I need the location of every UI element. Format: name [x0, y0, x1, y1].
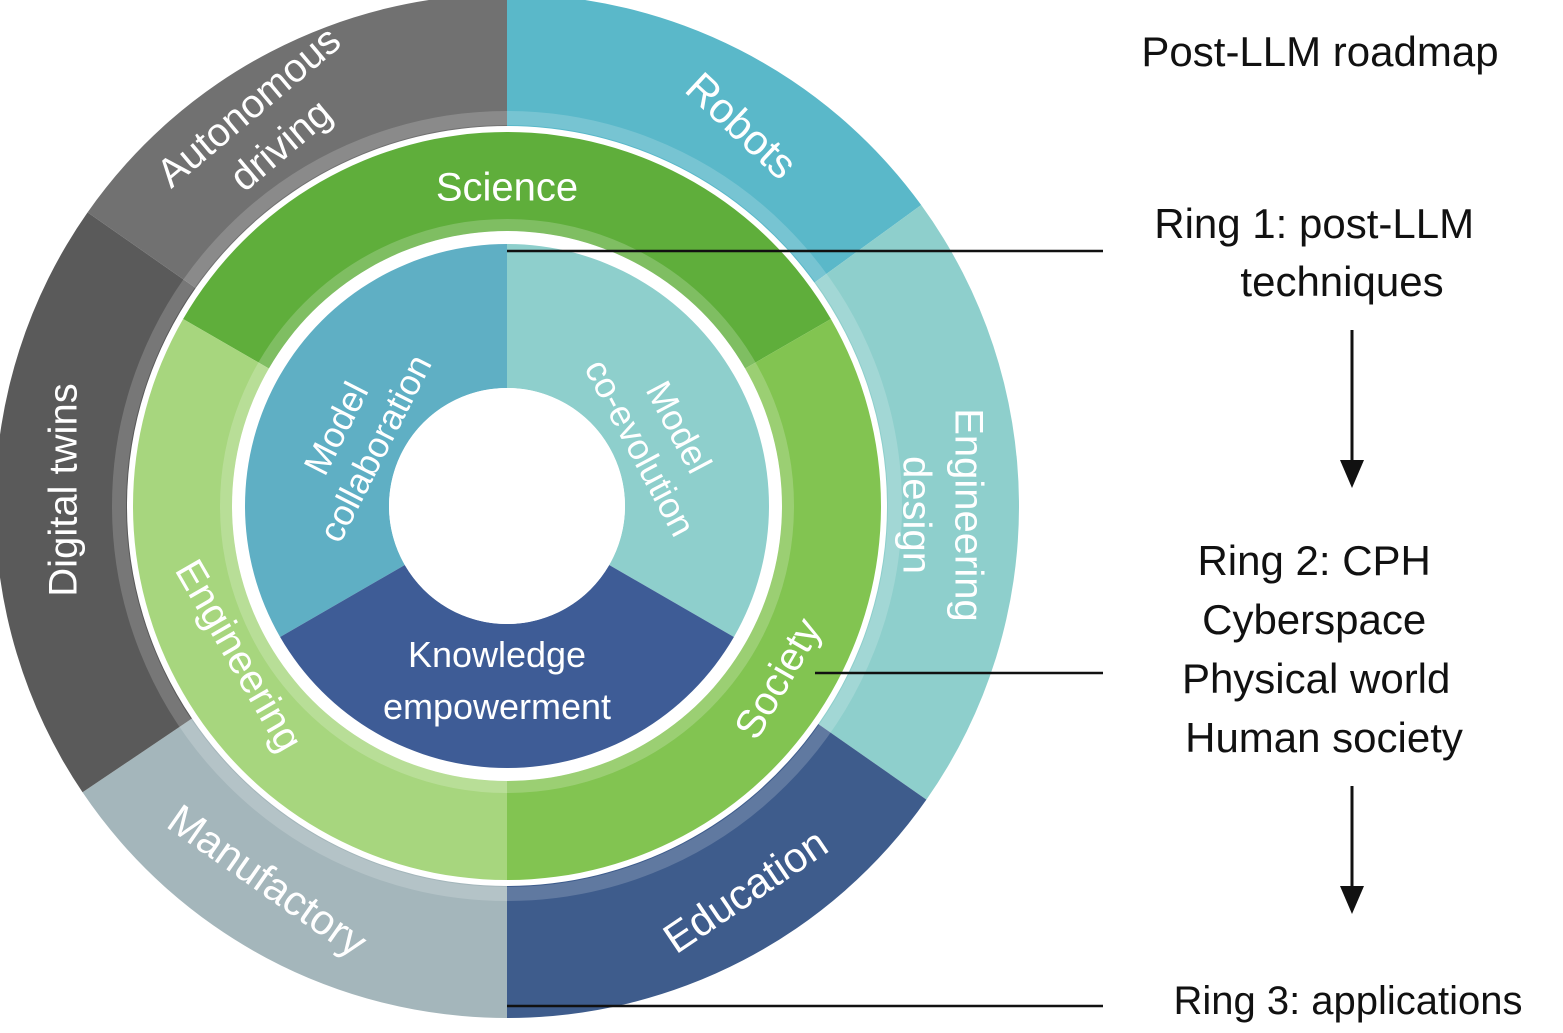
legend-ring3: Ring 3: applications: [1173, 979, 1522, 1023]
diagram-title: Post-LLM roadmap: [1141, 28, 1498, 75]
ring3-label-engineering-design-line: design: [895, 456, 939, 574]
ring3-segment-autonomous-driving: [87, 0, 507, 289]
center-hole: [389, 388, 625, 624]
ring3-segment-education: [507, 723, 927, 1018]
arrow-ring1-to-ring2: [1340, 330, 1364, 488]
ring1-label-knowledge-empowerment-line: empowerment: [383, 686, 611, 727]
ring2-segment-science: [183, 132, 831, 369]
ring2-segment-engineering: [132, 319, 508, 880]
ring3-label-engineering-design: Engineeringdesign: [895, 408, 991, 622]
legend-ring2-line: Human society: [1185, 714, 1463, 761]
ring1-label-knowledge-empowerment-line: Knowledge: [408, 634, 586, 675]
ring3-segment-digital-twins: [0, 212, 196, 793]
arrow-ring2-to-ring3: [1340, 786, 1364, 914]
legend-ring1: Ring 1: post-LLM techniques: [1154, 200, 1486, 305]
ring1-segment-knowledge-empowerment: [280, 565, 734, 768]
legend-ring2: Ring 2: CPH Cyberspace Physical world Hu…: [1182, 537, 1463, 761]
roadmap-rings: RobotsEngineeringdesignEducationManufact…: [0, 0, 1020, 1018]
ring3-inner-band: [112, 111, 902, 901]
ring2-inner-band: [220, 219, 794, 793]
ring3-segment-manufactory: [82, 718, 507, 1018]
legend-ring2-line: Ring 2: CPH: [1197, 537, 1430, 584]
ring1-segment-model-co-evolution: [507, 244, 769, 637]
legend-ring2-line: Cyberspace: [1202, 596, 1426, 643]
legend-ring2-line: Physical world: [1182, 655, 1450, 702]
legend-ring1-line: Ring 1: post-LLM: [1154, 200, 1474, 247]
ring2-label-science: Science: [436, 165, 578, 209]
ring1-segment-model-collaboration: [244, 244, 507, 637]
ring3-label-digital-twins-line: Digital twins: [41, 383, 85, 596]
ring3-label-engineering-design-line: Engineering: [947, 408, 991, 622]
ring2-segment-society: [507, 319, 881, 881]
legend-ring3-line: Ring 3: applications: [1173, 979, 1522, 1023]
legend-ring1-line: techniques: [1240, 258, 1443, 305]
ring2-label-science-line: Science: [436, 165, 578, 209]
ring1-label-knowledge-empowerment: Knowledge empowerment: [383, 634, 611, 727]
ring3-label-digital-twins: Digital twins: [41, 383, 85, 596]
ring3-segment-robots: [507, 0, 922, 283]
ring3-segment-engineering-design: [814, 205, 1020, 800]
